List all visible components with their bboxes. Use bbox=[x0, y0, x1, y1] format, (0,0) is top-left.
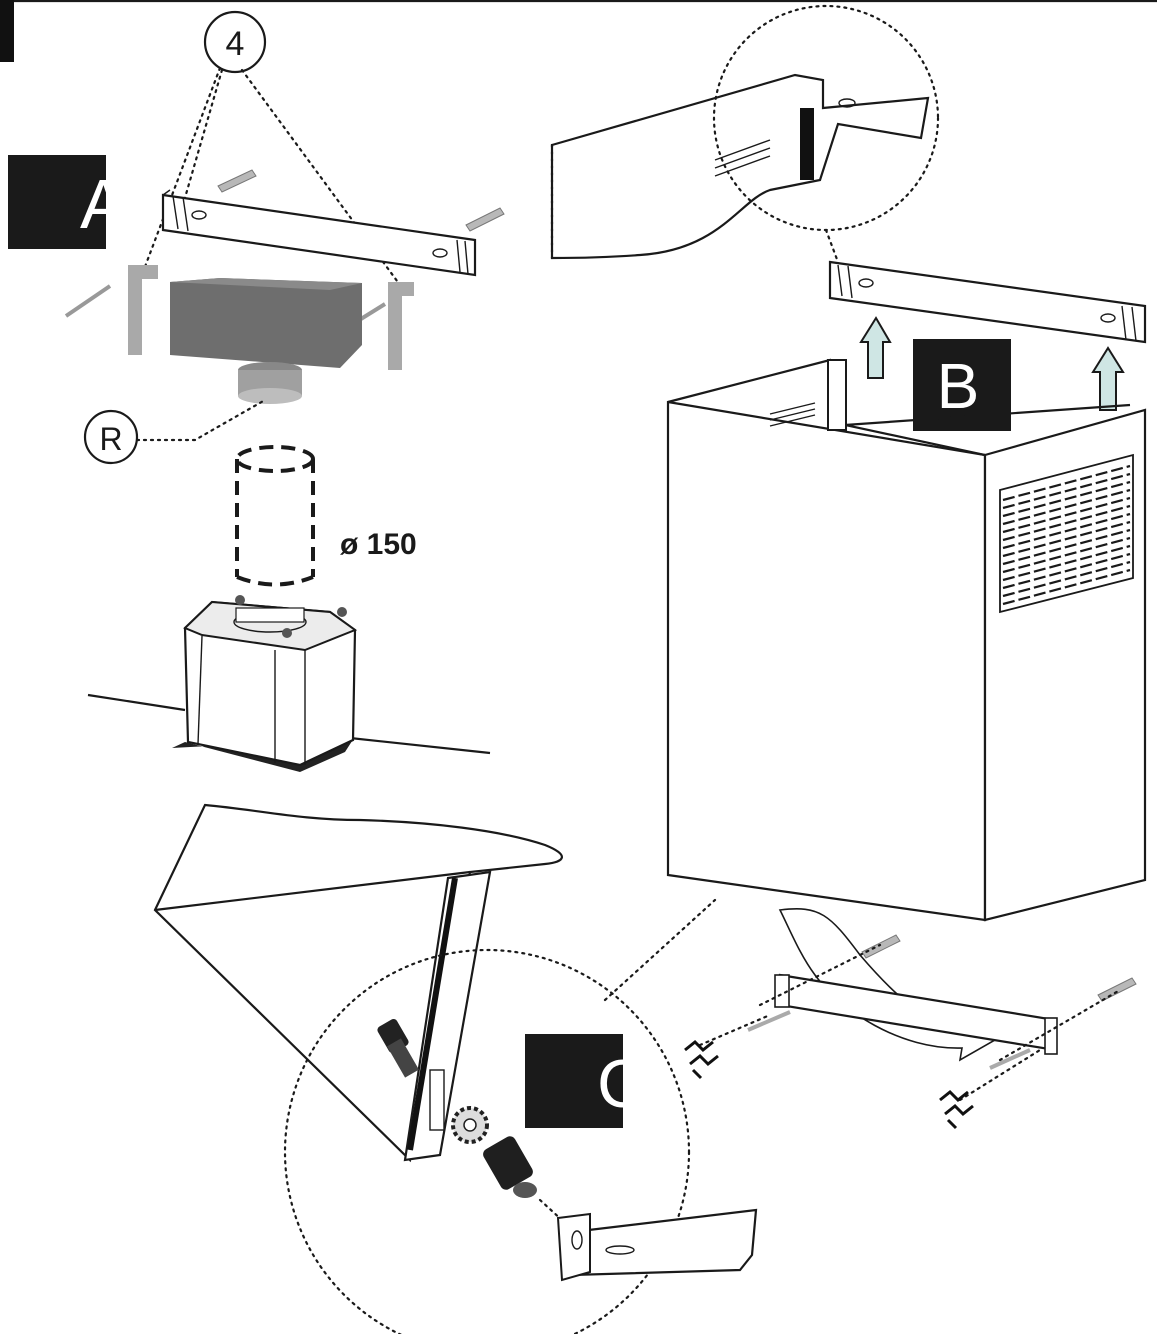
side-bracket-left bbox=[128, 265, 142, 355]
grille-slat bbox=[1002, 488, 1131, 526]
side-bracket-right bbox=[388, 282, 402, 370]
clip-left bbox=[684, 1039, 719, 1080]
grille-slat bbox=[1002, 568, 1131, 606]
callout-4-leader-left bbox=[138, 66, 222, 282]
duct-bottom bbox=[236, 575, 314, 587]
step-c-badge bbox=[525, 1034, 623, 1128]
bracket-slot-left bbox=[191, 210, 207, 220]
step-a-badge bbox=[8, 155, 106, 249]
detail-circle-bottom bbox=[283, 948, 691, 1334]
step-b-group: B bbox=[550, 4, 1147, 1130]
side-vent-grille bbox=[999, 453, 1134, 614]
duct-top bbox=[235, 445, 315, 473]
step-b-badge bbox=[913, 339, 1011, 431]
grille-slat bbox=[1002, 528, 1131, 566]
grille-slat bbox=[1002, 512, 1131, 550]
arrow-up-left bbox=[859, 316, 892, 379]
clip-right bbox=[939, 1089, 974, 1130]
callout-4-leader-mid bbox=[178, 68, 224, 217]
callout-part-4 bbox=[203, 10, 267, 74]
mounting-bracket-b bbox=[828, 260, 1147, 344]
callout-reducer bbox=[83, 409, 139, 465]
screw-left bbox=[64, 284, 112, 318]
page-corner-tab bbox=[0, 0, 14, 62]
wall-plug-top-left bbox=[217, 169, 257, 193]
step-c-group: C bbox=[153, 803, 758, 1334]
grille-slat bbox=[1002, 464, 1131, 502]
grille-slat bbox=[1002, 480, 1131, 518]
grille-slat bbox=[1002, 536, 1131, 574]
knurled-nut bbox=[483, 1136, 537, 1198]
grille-slat bbox=[1002, 552, 1131, 590]
grille-slat bbox=[1002, 504, 1131, 542]
step-a-badge-mask bbox=[106, 150, 126, 254]
chimney-lower-front bbox=[666, 358, 987, 922]
mounting-bracket-a bbox=[161, 193, 477, 277]
hood-side-rail bbox=[403, 870, 492, 1162]
screw-bottom-right bbox=[989, 1048, 1031, 1070]
motor-box bbox=[170, 278, 362, 368]
wall-plug-bottom-left bbox=[861, 934, 901, 959]
grille-slat bbox=[1002, 544, 1131, 582]
hood-canopy bbox=[153, 803, 563, 1163]
callout-reducer-text: R bbox=[99, 421, 122, 457]
screw-bottom-left bbox=[747, 1010, 791, 1032]
grille-slat bbox=[1002, 496, 1131, 534]
arrow-up-right bbox=[1091, 346, 1125, 411]
callout-4-leader-right bbox=[240, 68, 402, 287]
callout-part-4-text: 4 bbox=[226, 25, 245, 63]
grille-slat bbox=[1002, 472, 1131, 510]
l-bracket bbox=[570, 1208, 758, 1277]
step-b-label: B bbox=[937, 350, 980, 422]
callout-r-leader bbox=[135, 398, 267, 442]
ceiling-line-left bbox=[87, 693, 186, 712]
bolt bbox=[377, 1018, 419, 1078]
bracket-slot-right bbox=[432, 248, 448, 258]
step-a-group: A 4 bbox=[8, 10, 505, 772]
duct-diameter-label: ø 150 bbox=[340, 528, 417, 561]
step-c-badge-mask bbox=[623, 1030, 645, 1132]
ceiling-line-right bbox=[349, 736, 491, 755]
wall-plug-bottom-right bbox=[1097, 977, 1137, 1002]
wall-plug-top-right bbox=[465, 207, 505, 232]
grille-slat bbox=[1002, 560, 1131, 598]
grille-slat bbox=[1002, 520, 1131, 558]
